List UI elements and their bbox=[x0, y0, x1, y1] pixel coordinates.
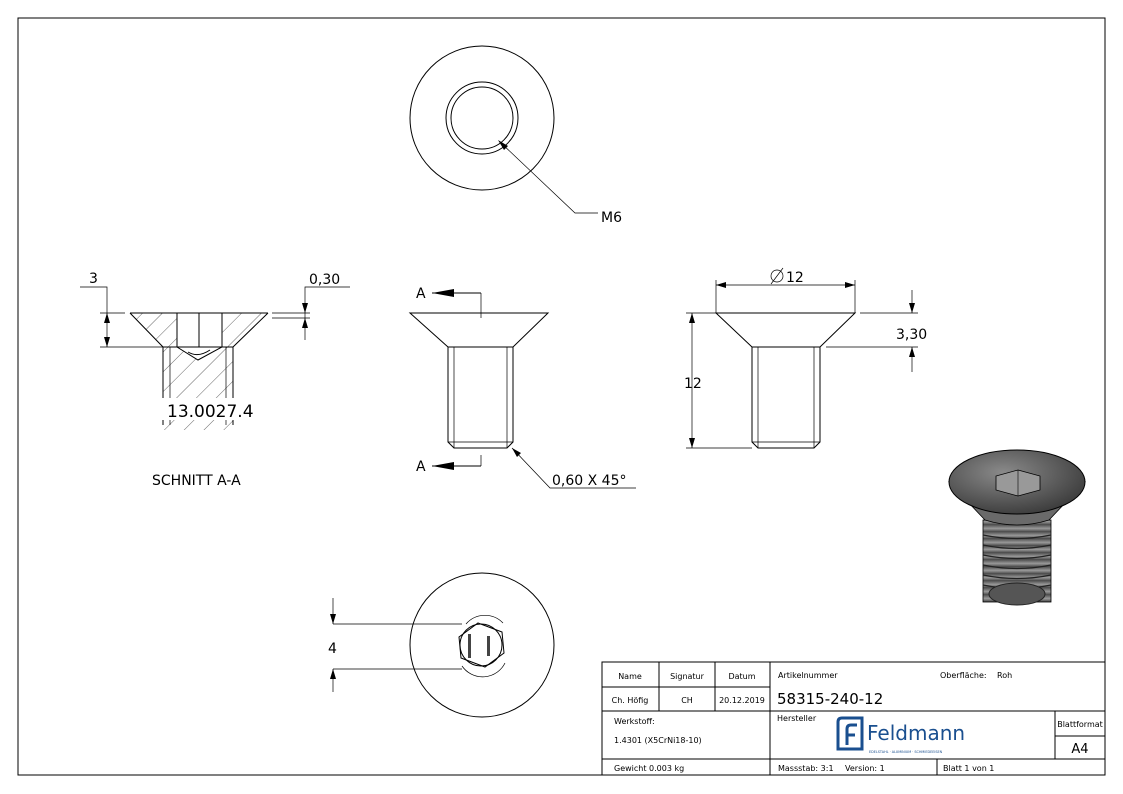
dim-socket: 4 bbox=[328, 641, 337, 657]
material-label: Werkstoff: bbox=[614, 717, 655, 726]
diameter-symbol-icon bbox=[770, 269, 784, 283]
weight: Gewicht 0.003 kg bbox=[614, 764, 684, 773]
version: Version: 1 bbox=[845, 764, 885, 773]
feldmann-logo: Feldmann EDELSTAHL · ALUMINIUM · SCHMIED… bbox=[836, 716, 965, 754]
article-number: 58315-240-12 bbox=[777, 690, 883, 708]
bottom-view: 4 bbox=[328, 572, 555, 718]
section-marker-bottom: A bbox=[416, 459, 426, 475]
dim-diameter: 12 bbox=[786, 270, 804, 286]
article-label: Artikelnummer bbox=[778, 671, 838, 680]
sheet-number: Blatt 1 von 1 bbox=[943, 764, 994, 773]
date: 20.12.2019 bbox=[719, 696, 765, 705]
section-marker-top: A bbox=[416, 286, 426, 302]
drafter-name: Ch. Höfig bbox=[612, 696, 649, 705]
dim-length: 12 bbox=[684, 376, 702, 392]
top-view: M6 bbox=[409, 45, 622, 226]
format-label: Blattformat bbox=[1057, 720, 1103, 729]
section-view: 13.0027.4 3 0,30 SCHNITT A-A bbox=[80, 271, 350, 489]
sheet-border bbox=[17, 17, 1106, 776]
format-value: A4 bbox=[1071, 742, 1088, 757]
manufacturer-label: Hersteller bbox=[777, 714, 817, 723]
date-header: Datum bbox=[728, 672, 755, 681]
signature-header: Signatur bbox=[670, 672, 705, 681]
dim-chamfer: 0,60 X 45° bbox=[552, 473, 626, 489]
signature: CH bbox=[681, 696, 693, 705]
overlay-number: 13.0027.4 bbox=[167, 402, 254, 422]
hex-socket-icon bbox=[458, 622, 505, 668]
dim-section-head: 3 bbox=[89, 271, 98, 287]
dimensioned-view: 12 12 3,30 bbox=[684, 267, 927, 449]
surface-label: Oberfläche: bbox=[940, 671, 987, 680]
material-value: 1.4301 (X5CrNi18-10) bbox=[614, 736, 702, 745]
scale: Massstab: 3:1 bbox=[778, 764, 834, 773]
surface-value: Roh bbox=[997, 671, 1012, 680]
dim-head-edge: 0,30 bbox=[309, 272, 340, 288]
logo-mark-icon bbox=[836, 716, 864, 751]
logo-tagline: EDELSTAHL · ALUMINIUM · SCHMIEDEEISEN bbox=[869, 750, 943, 754]
thread-label: M6 bbox=[601, 210, 622, 226]
screw-3d-render bbox=[948, 449, 1086, 606]
section-title: SCHNITT A-A bbox=[152, 473, 241, 489]
name-header: Name bbox=[618, 672, 642, 681]
side-view: A A 0,60 X 45° bbox=[408, 286, 636, 489]
dim-head-height: 3,30 bbox=[896, 327, 927, 343]
logo-name: Feldmann bbox=[867, 721, 965, 745]
title-block: Name Signatur Datum Ch. Höfig CH 20.12.2… bbox=[601, 661, 1106, 776]
